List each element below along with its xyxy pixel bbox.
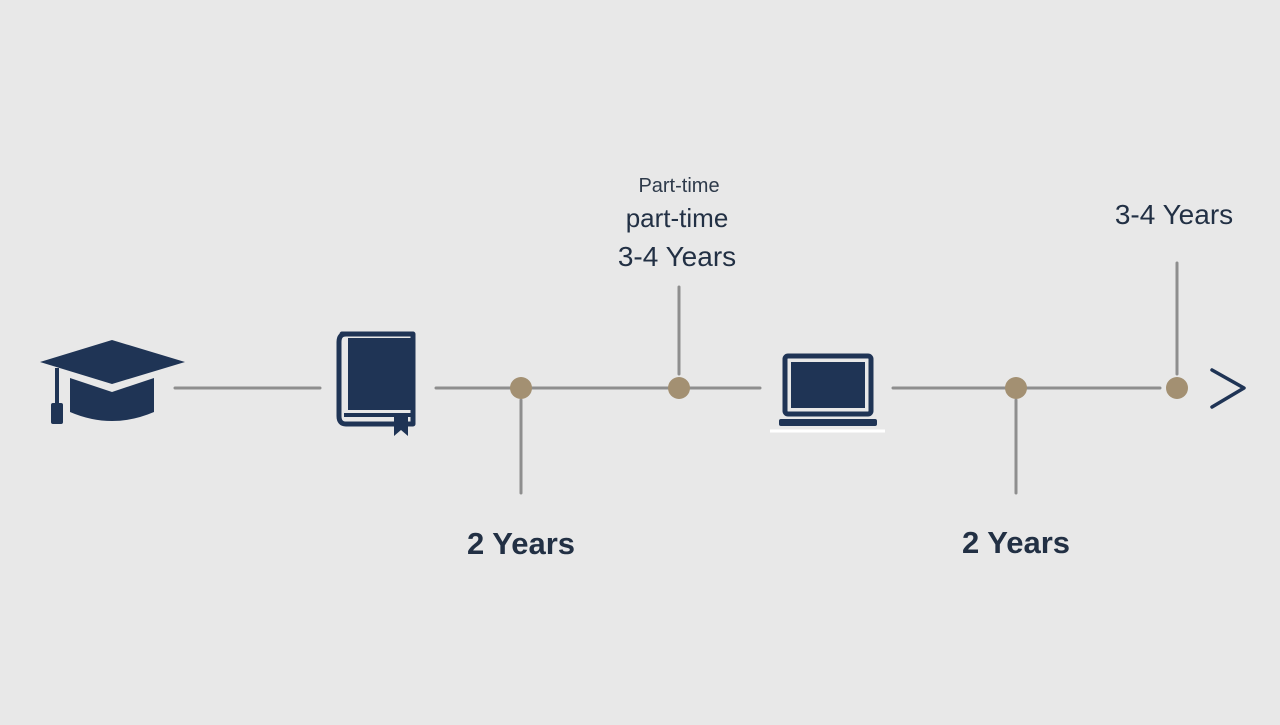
top-note-mid: part-time bbox=[625, 203, 729, 233]
timeline-node-3 bbox=[1005, 377, 1027, 399]
duration-label-right: 3-4 Years bbox=[1114, 199, 1234, 230]
timeline-node-1 bbox=[510, 377, 532, 399]
laptop-icon bbox=[770, 353, 885, 433]
arrow-right-icon bbox=[1210, 368, 1246, 409]
top-note-small: Part-time bbox=[638, 175, 720, 197]
book-icon bbox=[336, 331, 416, 436]
duration-label-bottom-right: 2 Years bbox=[961, 525, 1071, 560]
timeline-node-4 bbox=[1166, 377, 1188, 399]
graduation-cap-icon bbox=[40, 340, 185, 424]
timeline-node-2 bbox=[668, 377, 690, 399]
duration-label-bottom-left: 2 Years bbox=[466, 526, 576, 561]
duration-label-mid: 3-4 Years bbox=[617, 241, 737, 272]
